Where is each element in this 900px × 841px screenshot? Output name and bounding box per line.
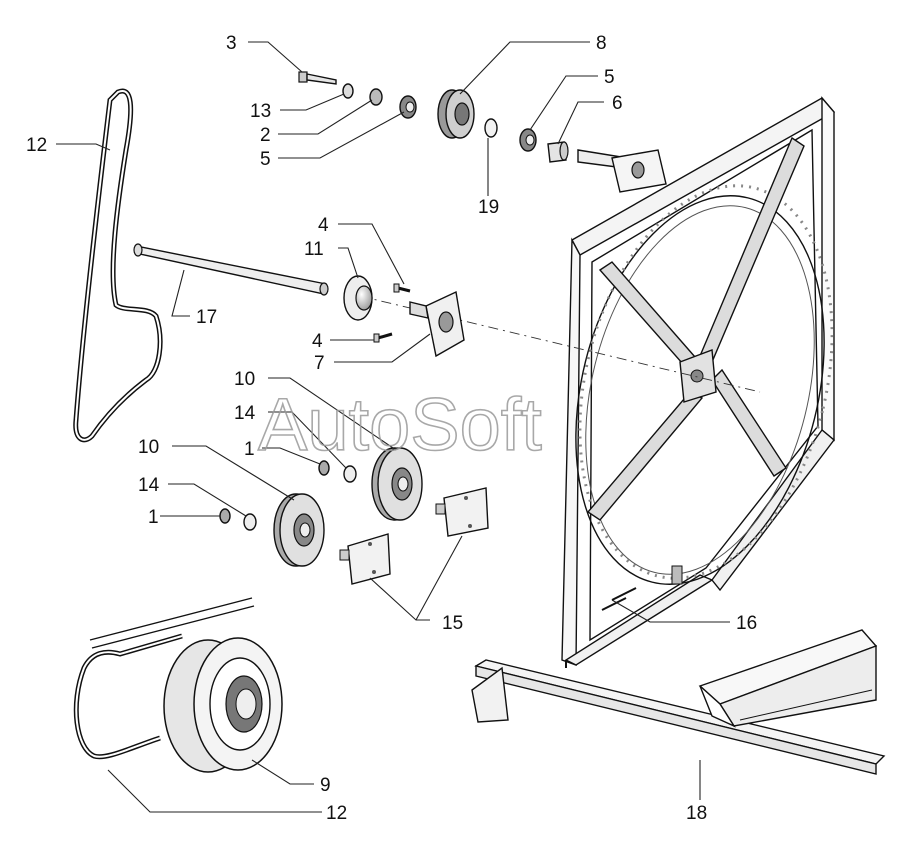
callout-17: 17	[196, 307, 217, 328]
callout-6: 6	[612, 93, 623, 114]
callout-1: 1	[148, 507, 159, 528]
callout-5: 5	[604, 67, 615, 88]
callout-4: 4	[312, 331, 323, 352]
fan-frame-part-16	[561, 96, 836, 668]
callout-14: 14	[138, 475, 160, 496]
callout-12: 12	[26, 135, 47, 156]
bracket-part-7	[409, 290, 465, 358]
bolt-part-3	[298, 71, 337, 85]
bolt-part-4-lower	[373, 332, 393, 343]
callout-19: 19	[478, 197, 499, 218]
bearing-part-5-right	[519, 128, 537, 152]
callout-9: 9	[320, 775, 331, 796]
callout-8: 8	[596, 33, 607, 54]
callout-13: 13	[250, 101, 271, 122]
callout-14: 14	[234, 403, 256, 424]
callout-1: 1	[244, 439, 255, 460]
flange-part-11	[343, 275, 373, 321]
frame-beams-part-18	[471, 629, 886, 775]
washer-part-14-upper	[343, 465, 357, 483]
bolt-part-4-upper	[393, 283, 411, 293]
pulley-part-9	[163, 637, 283, 773]
callout-15: 15	[442, 613, 463, 634]
callout-10: 10	[138, 437, 159, 458]
callout-labels: 3 13 2 5 8 5 6 19 12 4 11 17 4 7 10 14 1…	[26, 33, 757, 824]
callout-11: 11	[304, 239, 324, 260]
ring-part-19	[484, 118, 498, 138]
pulley-part-8	[437, 89, 475, 139]
callout-4: 4	[318, 215, 329, 236]
bearing-part-5-left	[399, 95, 417, 119]
washer-part-13	[342, 83, 354, 99]
pulley-part-10-upper	[371, 447, 423, 521]
callout-7: 7	[314, 353, 325, 374]
washer-part-14-lower	[243, 513, 257, 531]
callout-12: 12	[326, 803, 347, 824]
plate-part-15-lower	[339, 533, 391, 585]
washer-part-2	[369, 88, 383, 106]
callout-5: 5	[260, 149, 271, 170]
ring-part-1-lower	[219, 508, 231, 524]
callout-3: 3	[226, 33, 237, 54]
callout-16: 16	[736, 613, 757, 634]
pulley-part-10-lower	[273, 493, 325, 567]
callout-10: 10	[234, 369, 255, 390]
watermark-text: AutoSoft	[258, 383, 542, 466]
shaft-part-17	[133, 243, 329, 296]
plate-part-15-upper	[435, 487, 489, 537]
axle-with-plate	[577, 149, 667, 193]
callout-2: 2	[260, 125, 271, 146]
leader-lines	[56, 41, 730, 813]
callout-18: 18	[686, 803, 707, 824]
v-belt-part-12-upper	[73, 88, 163, 443]
ring-part-1-upper	[318, 460, 330, 476]
bushing-part-6	[547, 141, 569, 163]
